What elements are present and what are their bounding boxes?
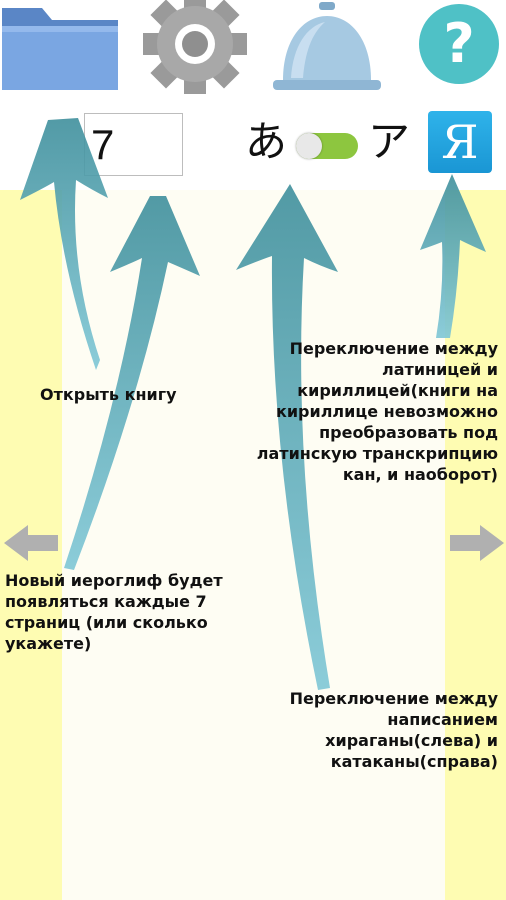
page-area [62,190,445,900]
bell-icon[interactable] [267,0,387,94]
folder-icon[interactable] [0,0,122,94]
prev-page-arrow-icon[interactable] [2,523,60,563]
hiragana-label: あ [245,117,288,166]
note-script-switch: Переключение между латиницей и кириллице… [256,339,498,484]
svg-text:?: ? [443,12,474,75]
note-open-book: Открыть книгу [40,385,177,404]
note-interval: Новый иероглиф будет появляться каждые 7… [5,571,223,653]
toolbar: ? [0,0,506,96]
page-interval-input[interactable] [84,113,183,176]
note-kana-switch: Переключение между написанием хираганы(с… [289,689,498,771]
gear-icon[interactable] [129,0,261,94]
katakana-label: ア [368,117,411,166]
help-icon[interactable]: ? [417,0,503,94]
next-page-arrow-icon[interactable] [448,523,506,563]
script-toggle-button[interactable]: Я [428,111,492,173]
kana-toggle[interactable] [296,133,358,159]
kana-toggle-knob [296,133,322,159]
